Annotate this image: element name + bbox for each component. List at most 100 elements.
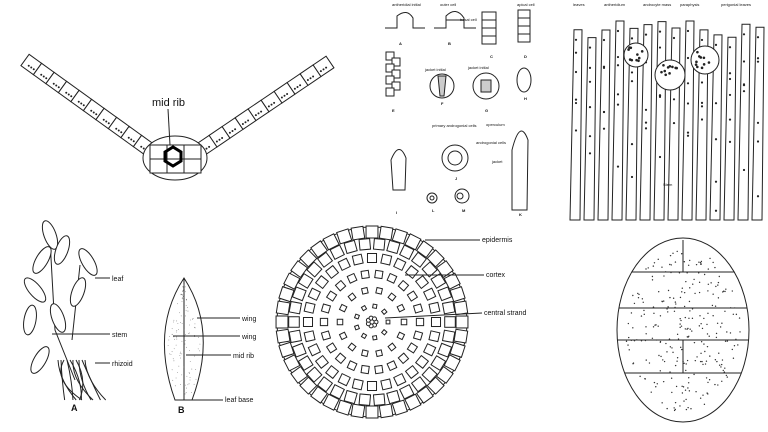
ellipse-stipple [703,343,705,345]
leaf-stipple [177,303,179,305]
stem-cell [316,376,334,393]
leaf-stipple [171,328,173,330]
leaf-stipple [177,323,179,325]
ellipse-stipple [627,322,630,325]
head-dot [742,168,746,172]
stage-letter-c: C [490,54,493,59]
stem-cell [343,239,358,255]
midrib-cell [183,158,202,174]
ellipse-stipple [672,297,675,299]
ellipse-stipple [655,386,657,388]
ellipse-stipple [680,253,683,255]
stem-cell [435,260,454,279]
stem-cell [393,372,407,387]
leaf-stipple [183,329,185,331]
stem-cell [399,244,415,260]
ellipse-stipple [684,389,687,391]
cell-dot [95,113,98,116]
stem-cell [396,331,406,341]
cell-dot [55,84,58,87]
cell-dot [309,77,312,80]
ellipse-stipple [712,261,714,264]
ellipse-stipple [715,336,718,339]
ellipse-stipple [715,285,717,288]
ellipse-stipple [673,409,676,412]
stage-k-cell [511,130,529,211]
ellipse-stipple [698,325,701,327]
leaf-stipple [188,383,190,385]
leaf-stipple [191,318,193,320]
ellipse-stipple [724,367,726,369]
ellipse-stipple [660,355,662,358]
ellipse-stipple [738,317,741,319]
ellipse-stipple [674,306,676,309]
stage-letter-a: A [399,41,402,46]
leaf-stipple [191,392,192,394]
ellipse-stipple [714,383,716,386]
ellipse-stipple [685,369,687,372]
ellipse-stipple [679,326,681,329]
stem-cell [443,272,461,290]
ellipse-stipple [625,340,628,343]
head-dot [700,118,704,121]
ellipse-stipple [691,317,694,320]
head-dot [602,110,606,114]
cell-dot [130,138,133,141]
ellipse-stipple [656,383,658,385]
stem-cell [302,316,314,328]
leaf-stipple [189,332,190,334]
stage-letter-h: H [524,96,527,101]
label-leaf: leaf [112,276,123,283]
stem-cell [399,384,415,400]
cell-dot [231,130,234,132]
leaf-stipple [178,329,179,330]
leaf-stipple [189,373,190,374]
ellipse-stipple [662,380,665,383]
head-dot [658,94,662,97]
stem-cell [360,286,369,295]
plant-leaf [78,248,98,276]
stem-cell [350,225,366,241]
stem-cell [404,364,419,380]
label-wing-2: wing [241,334,257,341]
leaf-stipple [175,377,177,379]
leaf-stipple [181,353,183,355]
ellipse-stipple [726,331,728,333]
cell-dot [77,100,80,103]
leaf-stipple [186,387,187,389]
ellipse-stipple [714,266,716,269]
ellipse-stipple [687,264,690,266]
leaf-stipple [189,379,191,381]
ellipse-stipple [699,262,702,264]
central-strand-cell [371,316,377,322]
cell-dot [299,84,302,87]
ellipse-stipple [673,407,675,409]
stage-c-cell [481,19,497,29]
ellipse-stipple [661,266,663,268]
stem-cell [386,239,401,255]
head-dot [700,81,704,84]
stem-cell [350,403,366,419]
ellipse-stipple [707,381,709,384]
ellipse-stipple [682,360,684,363]
stem-cell [444,316,456,328]
leaf-stipple [182,288,184,290]
ellipse-stipple [685,280,687,283]
cell-dot [247,119,250,122]
stem-cell [372,238,386,251]
ellipse-stipple [724,290,726,293]
ellipse-stipple [739,331,741,333]
stage-letter-l: L [432,208,435,213]
ellipse-stipple [658,291,660,293]
ellipse-stipple [716,322,719,325]
androcyte-dot [702,56,706,60]
ellipse-stipple [712,315,714,317]
ellipse-stipple [640,340,643,342]
ellipse-stipple [696,356,698,358]
head-dot [574,129,578,132]
cell-dot [42,75,45,78]
head-dot [588,66,592,69]
head-dot [686,131,690,134]
ellipse-stipple [719,326,722,328]
stem-cell [334,352,347,365]
